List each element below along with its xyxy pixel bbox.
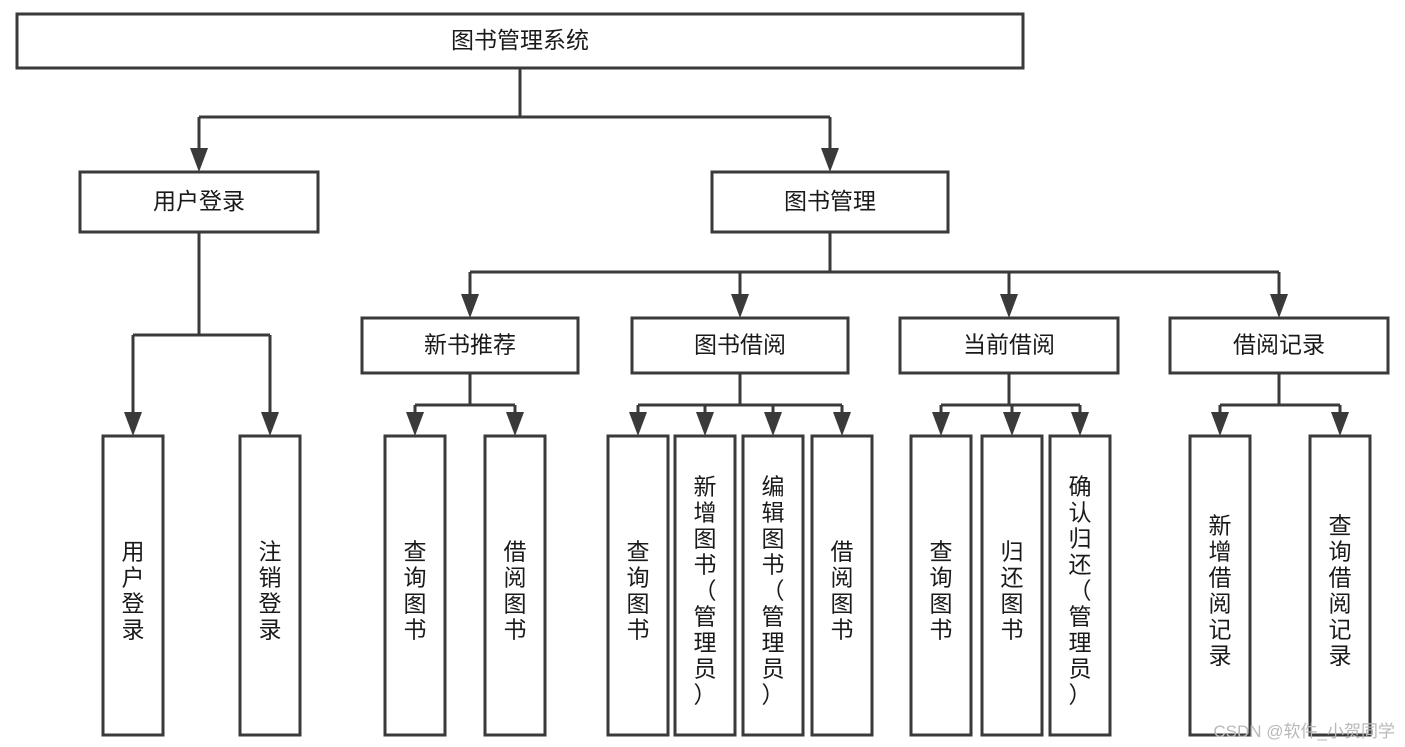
node-label: 归还图书 bbox=[1001, 539, 1024, 643]
nodes-layer: 图书管理系统用户登录图书管理新书推荐图书借阅当前借阅借阅记录用户登录注销登录查询… bbox=[15, 12, 1390, 737]
node-n-book-mgmt[interactable]: 图书管理 bbox=[710, 170, 950, 234]
node-label: 借阅图书 bbox=[831, 539, 854, 643]
arrow-head-icon bbox=[190, 148, 208, 172]
node-label: 用户登录 bbox=[122, 539, 145, 643]
arrow-head-icon bbox=[731, 294, 749, 318]
node-l-query-book-3[interactable]: 查询图书 bbox=[909, 434, 973, 737]
node-label: 查询图书 bbox=[404, 539, 427, 643]
node-box bbox=[383, 434, 447, 737]
node-box bbox=[673, 434, 737, 737]
arrow-head-icon bbox=[629, 412, 647, 436]
node-l-return-book[interactable]: 归还图书 bbox=[980, 434, 1044, 737]
node-label: 查询借阅记录 bbox=[1329, 513, 1352, 669]
node-label: 新增图书（管理员） bbox=[694, 474, 717, 708]
node-label: 借阅图书 bbox=[504, 539, 527, 643]
arrow-head-icon bbox=[833, 412, 851, 436]
node-label: 新增借阅记录 bbox=[1209, 513, 1232, 669]
node-box bbox=[1048, 434, 1112, 737]
node-n-borrow-record[interactable]: 借阅记录 bbox=[1168, 316, 1390, 375]
arrow-head-icon bbox=[932, 412, 950, 436]
arrow-head-icon bbox=[506, 412, 524, 436]
node-label: 新书推荐 bbox=[424, 332, 516, 358]
node-n-current-borrow[interactable]: 当前借阅 bbox=[898, 316, 1120, 375]
node-label: 编辑图书（管理员） bbox=[762, 474, 785, 708]
arrow-head-icon bbox=[1331, 412, 1349, 436]
arrow-head-icon bbox=[1000, 294, 1018, 318]
node-n-new-book-rec[interactable]: 新书推荐 bbox=[360, 316, 580, 375]
node-box bbox=[1308, 434, 1372, 737]
arrow-head-icon bbox=[821, 148, 839, 172]
node-box bbox=[630, 316, 850, 375]
node-box bbox=[15, 12, 1025, 70]
arrow-head-icon bbox=[406, 412, 424, 436]
node-box bbox=[1168, 316, 1390, 375]
node-l-confirm-return[interactable]: 确认归还（管理员） bbox=[1048, 434, 1112, 737]
node-label: 确认归还（管理员） bbox=[1069, 474, 1092, 708]
node-n-book-borrow[interactable]: 图书借阅 bbox=[630, 316, 850, 375]
node-root[interactable]: 图书管理系统 bbox=[15, 12, 1025, 70]
node-label: 借阅记录 bbox=[1233, 332, 1325, 358]
connectors-layer bbox=[124, 68, 1349, 436]
node-l-add-record[interactable]: 新增借阅记录 bbox=[1188, 434, 1252, 737]
arrow-head-icon bbox=[764, 412, 782, 436]
node-box bbox=[78, 170, 320, 234]
node-box bbox=[909, 434, 973, 737]
node-l-query-record[interactable]: 查询借阅记录 bbox=[1308, 434, 1372, 737]
node-label: 用户登录 bbox=[153, 188, 245, 214]
node-box bbox=[741, 434, 805, 737]
node-l-edit-book[interactable]: 编辑图书（管理员） bbox=[741, 434, 805, 737]
arrow-head-icon bbox=[461, 294, 479, 318]
node-box bbox=[238, 434, 302, 737]
arrow-head-icon bbox=[696, 412, 714, 436]
node-label: 图书管理 bbox=[784, 188, 876, 214]
node-label: 注销登录 bbox=[259, 539, 282, 643]
node-l-add-book[interactable]: 新增图书（管理员） bbox=[673, 434, 737, 737]
node-l-user-login[interactable]: 用户登录 bbox=[101, 434, 165, 737]
node-n-user-login[interactable]: 用户登录 bbox=[78, 170, 320, 234]
node-box bbox=[483, 434, 547, 737]
node-l-query-book-2[interactable]: 查询图书 bbox=[606, 434, 670, 737]
node-box bbox=[101, 434, 165, 737]
node-box bbox=[1188, 434, 1252, 737]
node-box bbox=[360, 316, 580, 375]
node-label: 查询图书 bbox=[930, 539, 953, 643]
node-l-logout[interactable]: 注销登录 bbox=[238, 434, 302, 737]
arrow-head-icon bbox=[261, 412, 279, 436]
arrow-head-icon bbox=[124, 412, 142, 436]
node-label: 图书管理系统 bbox=[451, 27, 589, 53]
node-label: 图书借阅 bbox=[694, 332, 786, 358]
node-box bbox=[710, 170, 950, 234]
arrow-head-icon bbox=[1270, 294, 1288, 318]
node-label: 查询图书 bbox=[627, 539, 650, 643]
arrow-head-icon bbox=[1211, 412, 1229, 436]
node-box bbox=[980, 434, 1044, 737]
node-l-query-book-1[interactable]: 查询图书 bbox=[383, 434, 447, 737]
arrow-head-icon bbox=[1003, 412, 1021, 436]
arrow-head-icon bbox=[1071, 412, 1089, 436]
node-box bbox=[898, 316, 1120, 375]
node-l-borrow-book-1[interactable]: 借阅图书 bbox=[483, 434, 547, 737]
node-l-borrow-book-2[interactable]: 借阅图书 bbox=[810, 434, 874, 737]
node-box bbox=[810, 434, 874, 737]
node-box bbox=[606, 434, 670, 737]
node-label: 当前借阅 bbox=[963, 332, 1055, 358]
